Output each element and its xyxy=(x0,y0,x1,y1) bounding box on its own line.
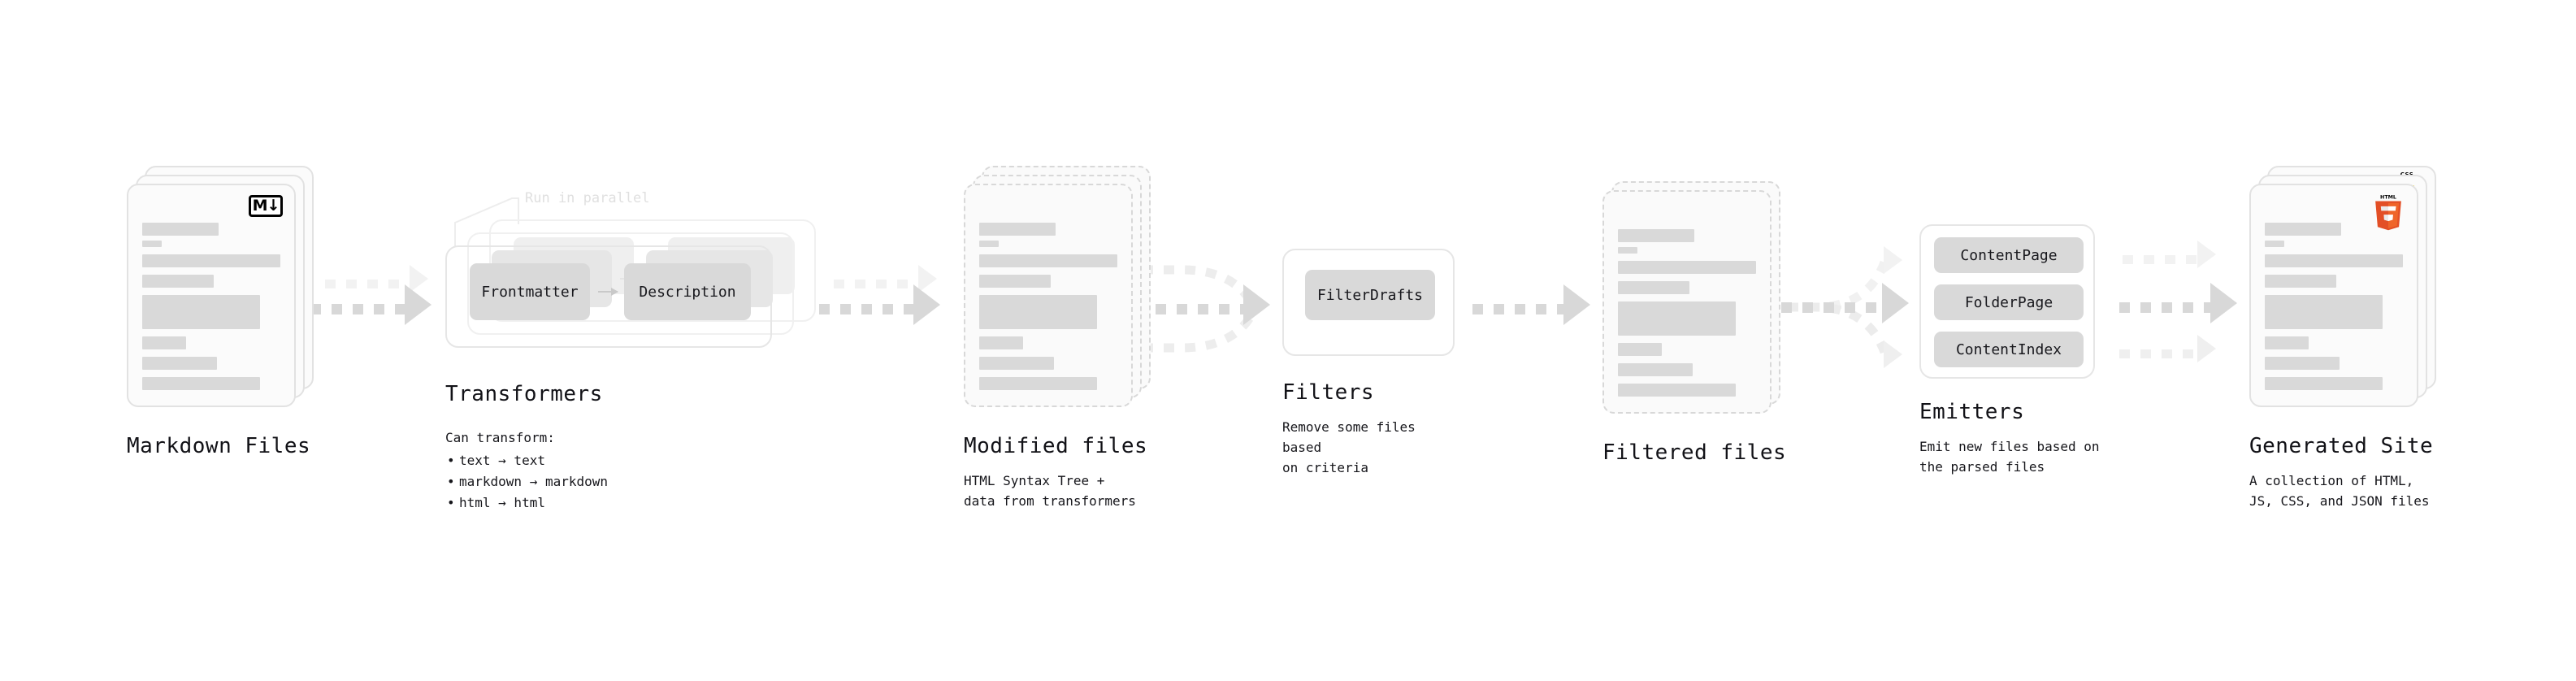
connector-modified-to-filters xyxy=(1134,249,1297,379)
transformer-chip-description[interactable]: Description xyxy=(624,263,751,320)
filtered-files-title: Filtered files xyxy=(1602,440,1787,465)
transformers-item: markdown → markdown xyxy=(447,471,608,492)
transformer-inner-arrow xyxy=(598,288,618,296)
site-card-stack: HTML xyxy=(2249,166,2452,411)
stage-modified-files: Modified files HTML Syntax Tree + data f… xyxy=(964,166,1159,512)
markdown-card-front: M↓ xyxy=(127,184,296,407)
modified-card-front xyxy=(964,184,1133,407)
emitters-subtitle: Emit new files based on the parsed files xyxy=(1919,439,2100,475)
filters-subtitle: Remove some files based on criteria xyxy=(1282,419,1416,475)
connector-transformers-to-modified xyxy=(819,265,965,362)
markdown-card-stack: M↓ M↓ M↓ xyxy=(127,166,322,411)
transformers-lead: Can transform: xyxy=(445,430,555,445)
card-content-placeholder xyxy=(2265,223,2403,390)
html5-icon: HTML xyxy=(2371,193,2405,234)
connector-emitters-to-site xyxy=(2119,232,2249,379)
generated-site-subtitle: A collection of HTML, JS, CSS, and JSON … xyxy=(2249,473,2430,509)
emitters-panel: ContentPage FolderPage ContentIndex xyxy=(1919,224,2095,379)
stage-markdown-files: M↓ M↓ M↓ xyxy=(127,166,322,458)
connector-filters-to-filtered xyxy=(1472,283,1602,348)
filter-chip-filterdrafts[interactable]: FilterDrafts xyxy=(1305,270,1435,320)
emitter-chip-contentpage[interactable]: ContentPage xyxy=(1934,237,2084,273)
modified-files-subtitle: HTML Syntax Tree + data from transformer… xyxy=(964,473,1136,509)
svg-text:HTML: HTML xyxy=(2380,194,2396,200)
stage-filtered-files: Filtered files xyxy=(1602,181,1798,465)
filters-panel: FilterDrafts xyxy=(1282,249,1455,356)
emitter-chip-folderpage[interactable]: FolderPage xyxy=(1934,284,2084,320)
filters-title: Filters xyxy=(1282,380,1375,405)
connector-markdown-to-transformers xyxy=(310,265,457,362)
transformer-chip-frontmatter[interactable]: Frontmatter xyxy=(470,263,590,320)
connector-filtered-to-emitters xyxy=(1781,232,1936,379)
modified-card-stack xyxy=(964,166,1159,411)
generated-site-title: Generated Site xyxy=(2249,434,2434,458)
transformers-item: html → html xyxy=(447,492,608,514)
markdown-icon: M↓ xyxy=(249,195,283,217)
run-in-parallel-leader xyxy=(454,197,519,247)
card-content-placeholder xyxy=(979,223,1117,390)
transformers-item-list: text → text markdown → markdown html → h… xyxy=(445,450,608,514)
stage-emitters: ContentPage FolderPage ContentIndex Emit… xyxy=(1919,224,2114,478)
transformers-item: text → text xyxy=(447,450,608,471)
filtered-card-front xyxy=(1602,190,1772,414)
card-content-placeholder xyxy=(1618,229,1756,397)
markdown-files-title: Markdown Files xyxy=(127,434,311,458)
filtered-card-stack xyxy=(1602,181,1798,418)
card-content-placeholder xyxy=(142,223,280,390)
stage-generated-site: HTML xyxy=(2249,166,2452,512)
modified-files-title: Modified files xyxy=(964,434,1148,458)
transformers-capabilities: Can transform: text → text markdown → ma… xyxy=(445,427,608,514)
site-card-front: HTML xyxy=(2249,184,2418,407)
stage-filters: FilterDrafts Filters Remove some files b… xyxy=(1282,249,1461,478)
emitter-chip-contentindex[interactable]: ContentIndex xyxy=(1934,332,2084,367)
transformers-title: Transformers xyxy=(445,382,603,406)
emitters-title: Emitters xyxy=(1919,400,2025,424)
stage-transformers: Run in parallel Frontmatter Description … xyxy=(445,190,835,514)
transformer-panel-front: Frontmatter Description xyxy=(445,245,772,348)
run-in-parallel-note: Run in parallel xyxy=(525,190,650,206)
